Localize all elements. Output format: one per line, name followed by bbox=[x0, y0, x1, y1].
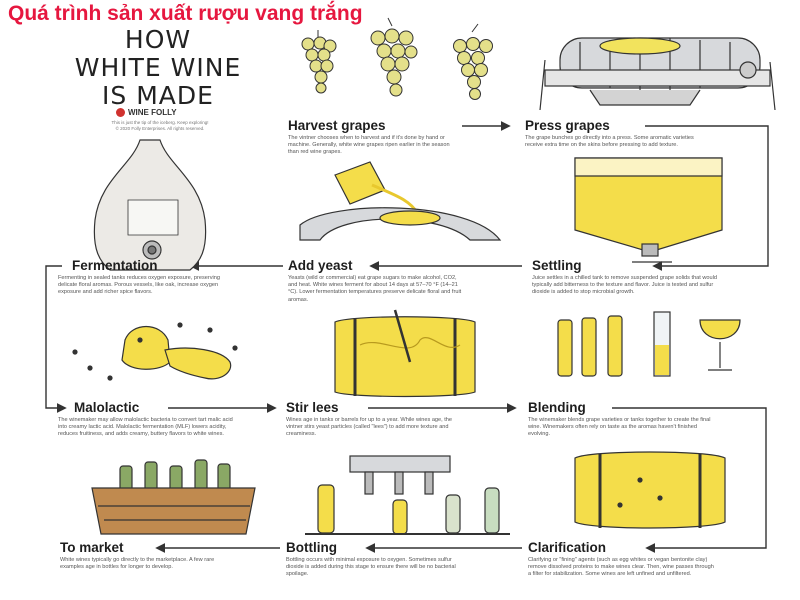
step-malolactic-desc: The winemaker may allow malolactic bacte… bbox=[58, 417, 233, 438]
step-stir-title: Stir lees bbox=[286, 400, 339, 415]
step-harvest-title: Harvest grapes bbox=[288, 118, 386, 133]
step-bottling-title: Bottling bbox=[286, 540, 337, 555]
step-press-title: Press grapes bbox=[525, 118, 610, 133]
step-fermentation-title: Fermentation bbox=[72, 258, 158, 273]
wine-press-icon bbox=[539, 37, 776, 111]
main-title-line-3: IS MADE bbox=[102, 81, 214, 110]
flow-line-fermentation-to-malolactic bbox=[45, 265, 67, 413]
step-harvest-desc: The vintner chooses when to harvest and … bbox=[288, 135, 450, 156]
step-yeast-title: Add yeast bbox=[288, 258, 353, 273]
flow-line-blending-to-clarification bbox=[612, 407, 767, 553]
settling-tank-icon bbox=[574, 157, 723, 263]
step-clarification-desc: Clarifying or "fining" agents (such as e… bbox=[528, 557, 714, 578]
step-settling-title: Settling bbox=[532, 258, 582, 273]
yeast-cell-icon bbox=[72, 322, 238, 381]
amphora-icon bbox=[93, 139, 207, 271]
step-blending-title: Blending bbox=[528, 400, 586, 415]
pouring-yeast-icon bbox=[299, 161, 502, 241]
blending-vessels-icon bbox=[557, 311, 741, 377]
step-blending-desc: The winemaker blends grape varieties or … bbox=[528, 417, 711, 438]
vietnamese-title: Quá trình sản xuất rượu vang trắng bbox=[8, 2, 363, 25]
flow-line-press-to-settling bbox=[645, 125, 769, 271]
brand-name: WINE FOLLY bbox=[128, 108, 177, 117]
step-settling-desc: Juice settles in a chilled tank to remov… bbox=[532, 275, 718, 296]
wine-folly-logo-icon bbox=[116, 108, 125, 117]
flow-lines bbox=[45, 121, 769, 553]
barrel-icon bbox=[334, 309, 476, 398]
step-malolactic-title: Malolactic bbox=[74, 400, 140, 415]
step-market-title: To market bbox=[60, 540, 124, 555]
step-press-desc: The grape bunches go directly into a pre… bbox=[525, 135, 694, 149]
step-stir-desc: Wines age in tanks or barrels for up to … bbox=[286, 417, 453, 438]
clarification-barrel-icon bbox=[574, 451, 726, 529]
credit-line-2: © 2020 Folly Enterprises. All rights res… bbox=[115, 126, 205, 131]
step-fermentation-desc: Fermenting in sealed tanks reduces oxyge… bbox=[58, 275, 220, 296]
credit-line-1: This is just the tip of the iceberg. Kee… bbox=[111, 120, 209, 125]
main-title-line-1: HOW bbox=[124, 25, 192, 54]
wine-crate-icon bbox=[91, 459, 256, 535]
step-clarification-title: Clarification bbox=[528, 540, 607, 555]
main-title: HOW WHITE WINE IS MADE bbox=[38, 26, 278, 110]
step-yeast-desc: Yeasts (wild or commercial) eat grape su… bbox=[288, 275, 462, 303]
bottling-machine-icon bbox=[305, 455, 510, 535]
brand: WINE FOLLY bbox=[116, 108, 177, 117]
step-bottling-desc: Bottling occurs with minimal exposure to… bbox=[286, 557, 456, 578]
grape-bunches-icon bbox=[301, 17, 493, 100]
credit-text: This is just the tip of the iceberg. Kee… bbox=[100, 120, 220, 132]
step-market-desc: White wines typically go directly to the… bbox=[60, 557, 215, 571]
main-title-line-2: WHITE WINE bbox=[74, 53, 242, 82]
